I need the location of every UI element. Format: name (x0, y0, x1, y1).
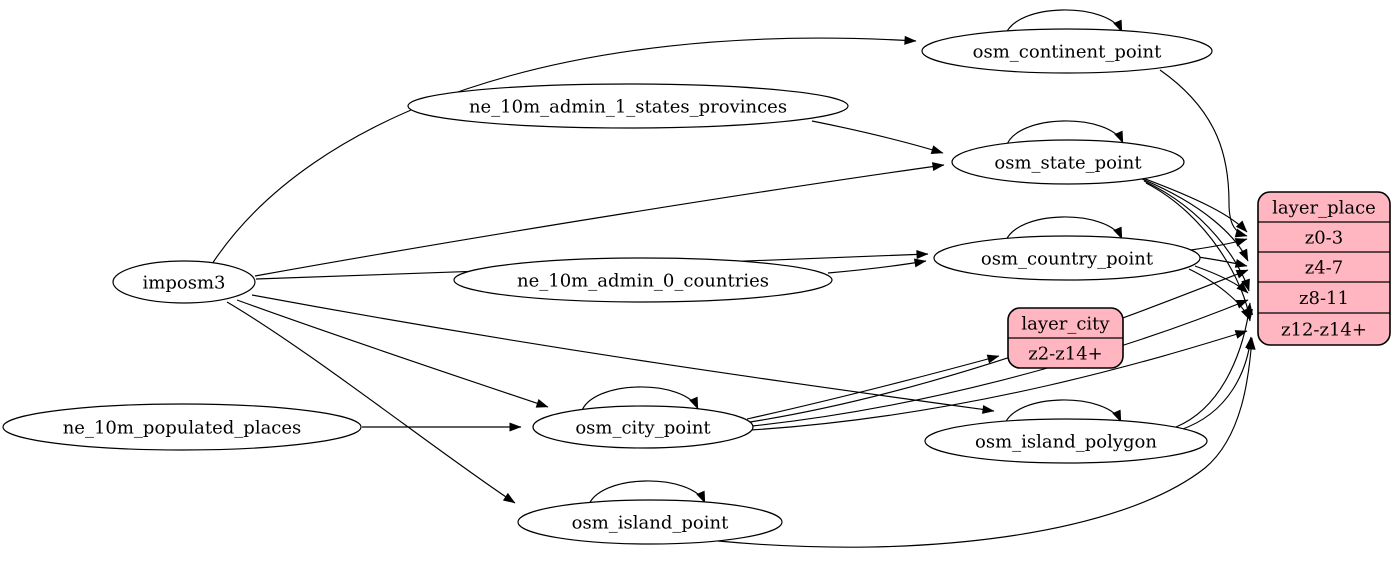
node-ne_10m_admin_1_states_provinces-shape (407, 83, 849, 129)
edge-osm_island_polygon-to-layer_place-z8-11 (1175, 302, 1254, 428)
node-ne_10m_admin_1_states_provinces-label: ne_10m_admin_1_states_provinces (469, 96, 787, 117)
node-osm_island_polygon: osm_island_polygon (924, 418, 1208, 464)
self-loop-osm_city_point (580, 386, 699, 414)
self-loop-osm_country_point (1004, 216, 1123, 244)
edge-osm_city_point-to-layer_place-z8-11 (751, 299, 1249, 427)
node-layer_place-row-label-1: z4-7 (1305, 257, 1343, 278)
node-osm_island_point-label: osm_island_point (572, 512, 729, 533)
edge-osm_island_polygon-to-layer_place-z12-z14+ (1179, 336, 1255, 431)
node-layer_place-shape (1257, 191, 1391, 346)
node-layer_place-title: layer_place (1272, 197, 1376, 218)
nodes-layer: imposm3 ne_10m_admin_1_states_provincesne… (2, 28, 1391, 545)
node-osm_city_point-label: osm_city_point (575, 417, 711, 438)
node-ne_10m_admin_0_countries-shape (453, 257, 833, 303)
edge-osm_country_point-to-layer_place-z12-z14+ (1188, 268, 1251, 321)
node-osm_city_point: osm_city_point (532, 405, 754, 449)
edge-osm_state_point-to-layer_place-z8-11 (1143, 180, 1250, 292)
edge-osm_country_point-to-layer_place-z8-11 (1194, 265, 1249, 294)
node-osm_continent_point-shape (921, 28, 1213, 74)
node-osm_island_polygon-label: osm_island_polygon (975, 431, 1157, 452)
node-layer_place-row-label-0: z0-3 (1305, 227, 1343, 248)
node-osm_state_point-shape (951, 139, 1185, 185)
self-loop-osm_island_point (587, 480, 706, 508)
node-ne_10m_admin_0_countries-label: ne_10m_admin_0_countries (517, 270, 769, 291)
self-loop-osm_continent_point (1004, 9, 1123, 37)
edge-imposm3-to-osm_continent_point (211, 35, 917, 265)
node-osm_island_point: osm_island_point (517, 499, 783, 545)
edge-imposm3-to-osm_state_point (254, 162, 945, 277)
node-imposm3: imposm3 (112, 260, 256, 304)
node-osm_island_polygon-shape (924, 418, 1208, 464)
node-ne_10m_admin_0_countries: ne_10m_admin_0_countries (453, 257, 833, 303)
node-layer_place-row-label-3: z12-z14+ (1281, 319, 1367, 340)
node-osm_country_point-shape (933, 235, 1201, 281)
edge-osm_city_point-to-layer_city-z2-z14+ (746, 354, 1000, 420)
node-layer_city-row-label-0: z2-z14+ (1028, 343, 1103, 364)
node-layer_place: layer_place z0-3 z4-7 z8-11 z12-z14+ (1257, 191, 1391, 346)
edge-osm_city_point-to-layer_place-z12-z14+ (750, 330, 1248, 431)
node-osm_country_point-label: osm_country_point (981, 248, 1154, 269)
self-loop-osm_state_point (1005, 120, 1124, 148)
node-layer_place-row-label-2: z8-11 (1299, 288, 1349, 309)
edge-osm_state_point-to-layer_place-z4-7 (1141, 178, 1249, 262)
edge-osm_country_point-to-layer_place-z4-7 (1197, 256, 1248, 268)
node-imposm3-label: imposm3 (143, 272, 226, 293)
node-osm_continent_point-label: osm_continent_point (973, 41, 1162, 62)
edge-osm_country_point-to-layer_place-z0-3 (1190, 238, 1248, 251)
node-osm_state_point: osm_state_point (951, 139, 1185, 185)
node-ne_10m_admin_1_states_provinces: ne_10m_admin_1_states_provinces (407, 83, 849, 129)
edges-layer (211, 9, 1256, 548)
node-osm_island_point-shape (517, 499, 783, 545)
edge-imposm3-to-osm_island_polygon (251, 294, 995, 414)
edge-osm_island_point-to-layer_place-z12-z14+ (717, 337, 1256, 548)
node-imposm3-shape (112, 260, 256, 304)
edge-ne_10m_admin_0_countries-to-osm_country_point (827, 258, 927, 274)
node-layer_city-title: layer_city (1021, 313, 1110, 334)
edge-imposm3-to-osm_island_point (226, 301, 516, 504)
node-osm_continent_point: osm_continent_point (921, 28, 1213, 74)
node-osm_state_point-label: osm_state_point (994, 152, 1142, 173)
node-osm_city_point-shape (532, 405, 754, 449)
self-loop-osm_island_polygon (1003, 399, 1122, 427)
edge-ne_10m_admin_1_states_provinces-to-osm_state_point (811, 120, 944, 154)
edge-osm_state_point-to-layer_place-z0-3 (1139, 176, 1248, 233)
node-ne_10m_populated_places-label: ne_10m_populated_places (63, 417, 302, 438)
node-ne_10m_populated_places-shape (2, 403, 362, 451)
node-ne_10m_populated_places: ne_10m_populated_places (2, 403, 362, 451)
node-osm_country_point: osm_country_point (933, 235, 1201, 281)
node-layer_city: layer_city z2-z14+ (1007, 307, 1124, 369)
edge-osm_city_point-to-layer_place-z4-7 (749, 269, 1249, 423)
edge-imposm3-to-osm_city_point (236, 299, 549, 408)
